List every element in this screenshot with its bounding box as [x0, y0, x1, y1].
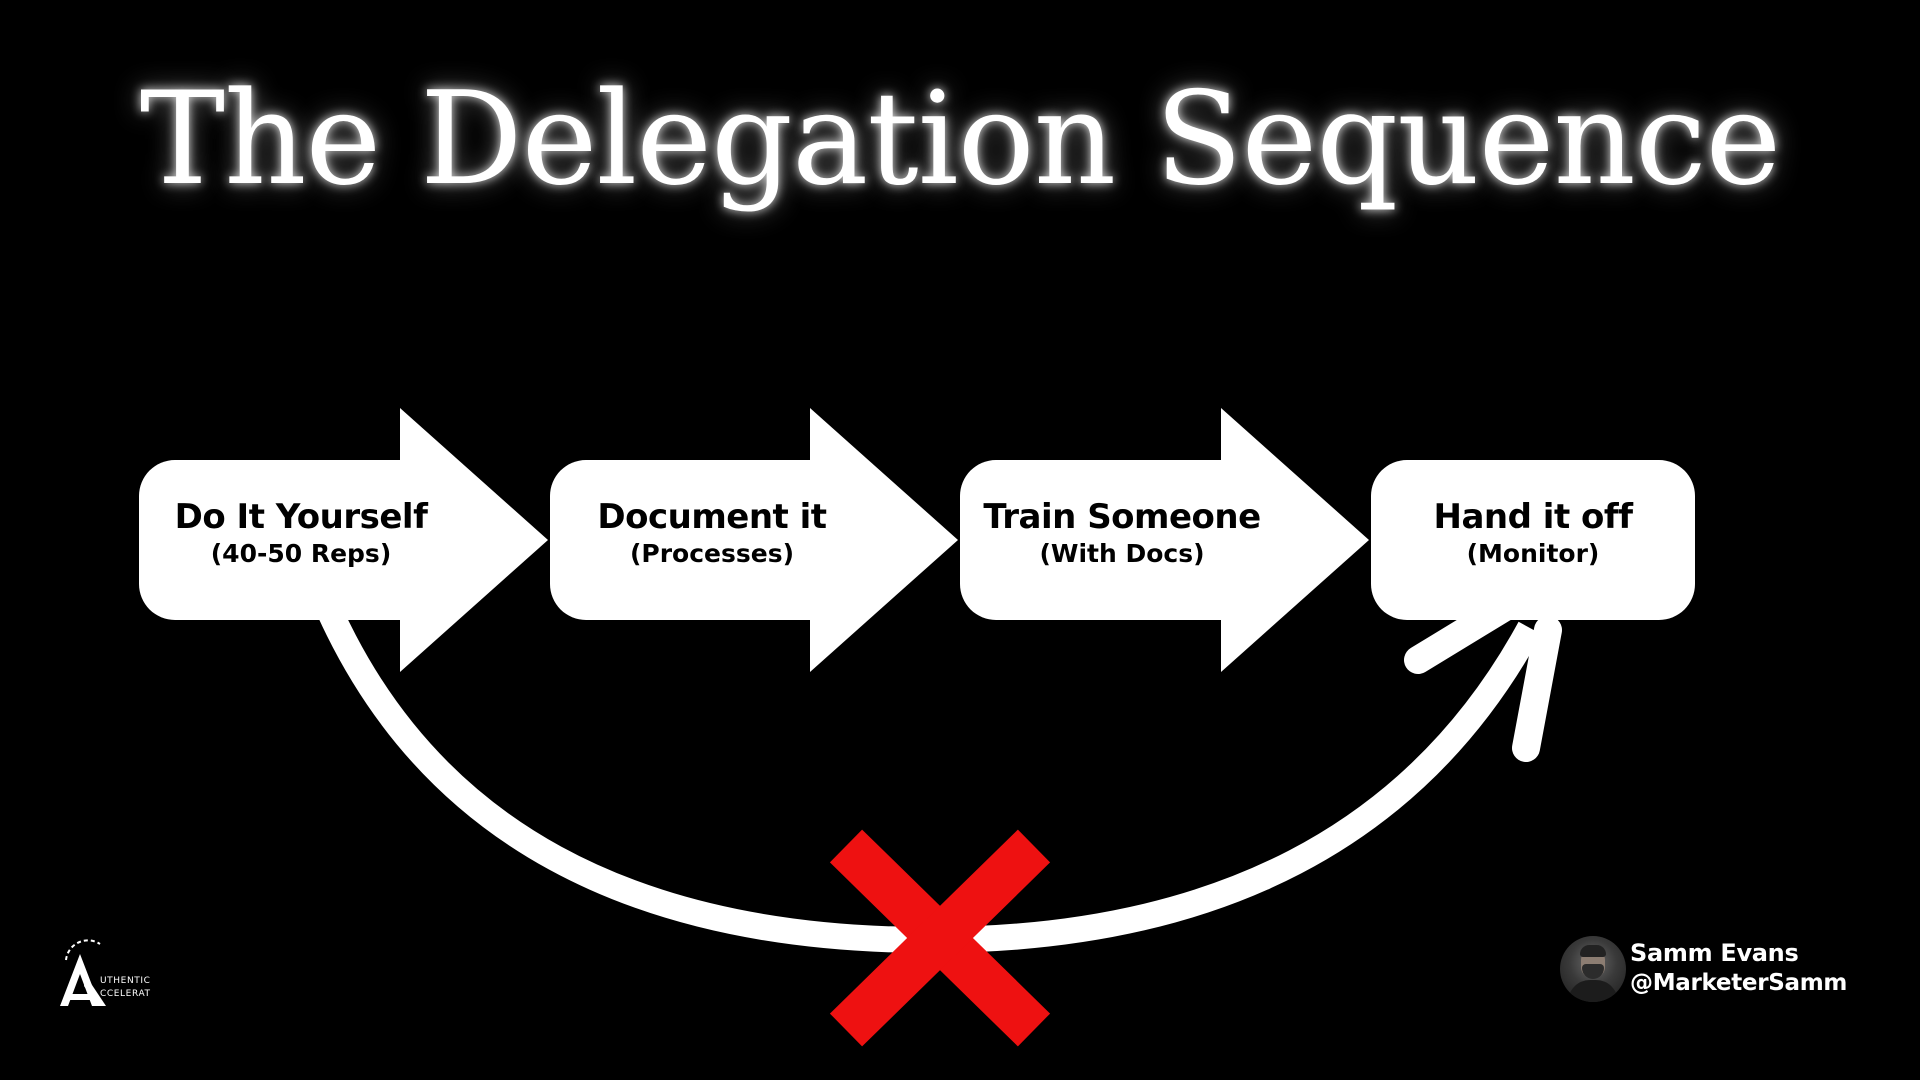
step-box-4	[1371, 460, 1695, 620]
brand-line-2: CCELERAT	[100, 989, 151, 999]
step-3-sub: (With Docs)	[1039, 539, 1205, 568]
step-2-sub: (Processes)	[629, 539, 795, 568]
step-1: Do It Yourself (40-50 Reps)	[136, 497, 466, 571]
step-3-label: Train Someone	[983, 497, 1261, 537]
author-name: Samm Evans	[1630, 939, 1799, 967]
step-4-sub: (Monitor)	[1466, 539, 1600, 568]
red-x-icon	[829, 829, 1051, 1047]
step-arrow-1	[139, 408, 548, 672]
avatar	[1560, 936, 1626, 1002]
author-handle: @MarketerSamm	[1630, 970, 1848, 996]
step-2: Document it (Processes)	[547, 497, 877, 571]
step-arrow-2	[550, 408, 958, 672]
aa-logo-icon	[60, 939, 106, 1006]
step-3: Train Someone (With Docs)	[957, 497, 1287, 571]
page-title: The Delegation Sequence	[139, 65, 1782, 214]
step-arrow-3	[960, 408, 1369, 672]
step-1-label: Do It Yourself	[174, 497, 428, 537]
step-2-label: Document it	[597, 497, 827, 537]
brand-logo: UTHENTIC CCELERAT	[58, 936, 168, 1010]
curved-arrow-icon	[318, 590, 1562, 954]
brand-line-1: UTHENTIC	[100, 976, 151, 986]
step-1-sub: (40-50 Reps)	[210, 539, 392, 568]
step-4-label: Hand it off	[1433, 497, 1633, 537]
step-4: Hand it off (Monitor)	[1368, 497, 1698, 571]
author-card: Samm Evans @MarketerSamm	[1560, 936, 1847, 1006]
